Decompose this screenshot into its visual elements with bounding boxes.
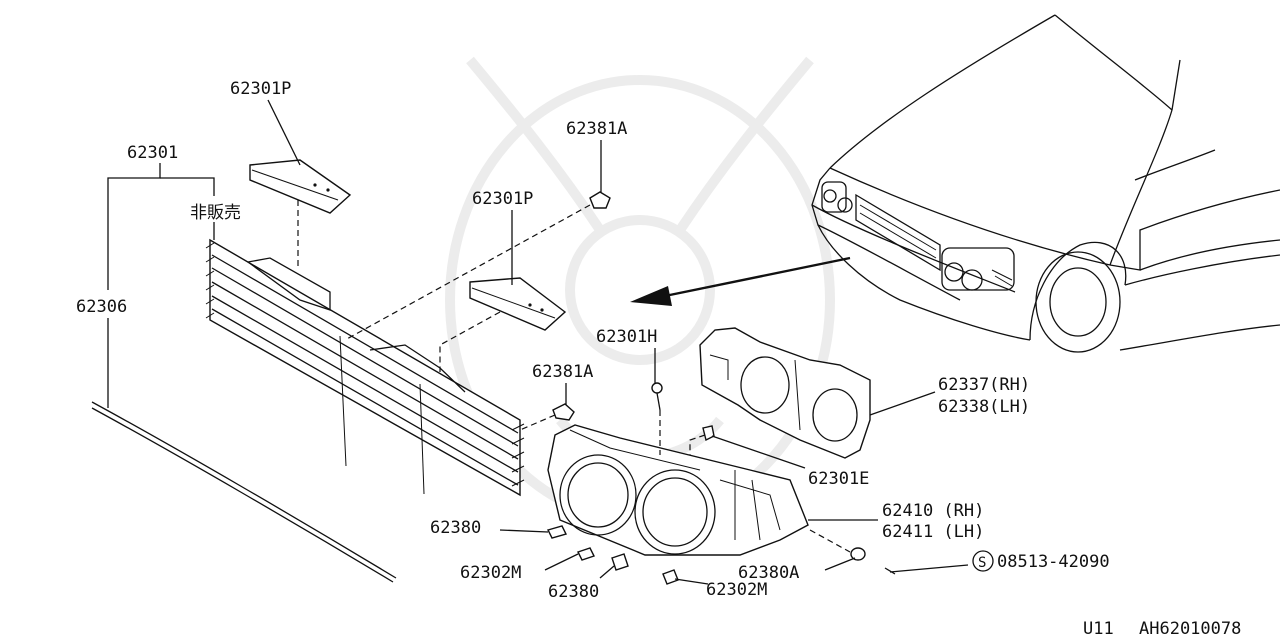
footer-codes: U11 AH62010078	[1083, 619, 1241, 639]
label-bolt-code: 08513-42090	[997, 552, 1110, 572]
label-fastener-bottom: 62380	[548, 582, 599, 602]
label-grille-pad-mid: 62301P	[472, 189, 533, 209]
label-clip-top: 62381A	[566, 119, 627, 139]
grille-pad-mid	[469, 277, 567, 331]
label-screw: 62301H	[596, 327, 657, 347]
part-labels: 62301P 62301 非販売 62306 62381A 62301P 623…	[76, 79, 1110, 602]
label-bracket-rh: 62337(RH)	[938, 375, 1030, 395]
label-clip-m-left: 62302M	[460, 563, 521, 583]
label-housing-rh: 62410 (RH)	[882, 501, 984, 521]
grille-pad-top	[249, 159, 352, 214]
headlamp-housing	[547, 424, 809, 556]
hardware-parts	[546, 191, 969, 585]
molding-strip	[91, 401, 397, 583]
label-clip-e: 62301E	[808, 469, 869, 489]
label-grille-assy: 62301	[127, 143, 178, 163]
label-not-for-sale: 非販売	[190, 203, 241, 223]
car-illustration	[811, 14, 1280, 353]
leader-lines	[107, 99, 936, 585]
label-clip-m-right: 62302M	[706, 580, 767, 600]
bolt-symbol-circle	[972, 550, 994, 572]
label-molding: 62306	[76, 297, 127, 317]
label-bracket-lh: 62338(LH)	[938, 397, 1030, 417]
grille-assembly	[205, 238, 525, 497]
headlamp-bracket	[699, 327, 871, 459]
label-fastener-left: 62380	[430, 518, 481, 538]
footer-figure-code: AH62010078	[1139, 619, 1241, 638]
label-grille-pad-top: 62301P	[230, 79, 291, 99]
assembly-lines	[297, 200, 851, 553]
bolt-symbol: S	[978, 555, 986, 571]
label-housing-lh: 62411 (LH)	[882, 522, 984, 542]
footer-section: U11	[1083, 619, 1114, 638]
direction-arrow	[630, 256, 851, 306]
label-clip-mid: 62381A	[532, 362, 593, 382]
label-grommet: 62380A	[738, 563, 799, 583]
